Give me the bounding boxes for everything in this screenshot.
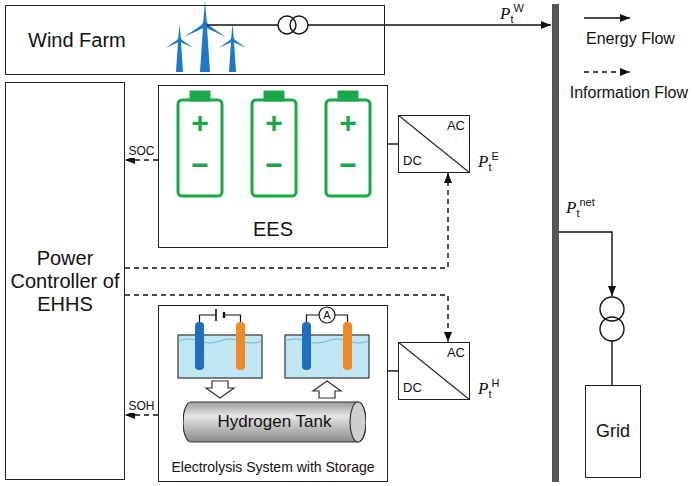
- node-text: Grid: [596, 421, 630, 442]
- wind-turbines: [183, 1, 227, 39]
- polarity-sign: −: [265, 150, 283, 180]
- converter-label: DC: [403, 381, 422, 396]
- electrolysis-cells: [215, 309, 217, 321]
- battery-cells: [339, 92, 357, 100]
- converter-label: AC: [447, 119, 465, 134]
- wind-turbines: [218, 24, 247, 49]
- converter-box: DC AC: [398, 342, 470, 400]
- wind-turbines: [165, 1, 247, 72]
- legend-samples: [584, 17, 630, 18]
- polarity-sign: +: [339, 108, 357, 138]
- grid-feeder: [559, 232, 624, 385]
- converter-label: DC: [403, 154, 422, 169]
- node-text: EES: [253, 218, 293, 241]
- grid-feeder: [611, 341, 612, 385]
- electrolysis-cells: [178, 335, 262, 378]
- node-text: Electrolysis System with Storage: [171, 459, 374, 475]
- controller-box: Power Controller of EHHS: [5, 82, 125, 480]
- converter-diagonal-line: [398, 342, 470, 400]
- power-label: PtW: [500, 2, 524, 25]
- wind-turbines: [178, 24, 181, 40]
- electrolysis-cells: [206, 381, 234, 398]
- legend-samples: [584, 71, 630, 72]
- edge-label: SOC: [126, 144, 156, 158]
- grid-box: Grid: [585, 385, 641, 478]
- node-text: Power Controller of EHHS: [10, 247, 120, 316]
- legend-text: Information Flow: [570, 84, 688, 102]
- information-flow: [125, 414, 158, 415]
- electrolysis-cells: [313, 381, 341, 398]
- tank-end: [350, 402, 366, 442]
- power-label: PtE: [478, 150, 499, 173]
- hydrogen-tank: Hydrogen Tank: [183, 401, 366, 443]
- electrolysis-cells: [343, 322, 352, 370]
- electrolysis-cells: [319, 307, 335, 323]
- source-box: Wind Farm: [5, 5, 385, 75]
- converter-diagonal-line: [398, 115, 470, 173]
- polarity-sign: +: [265, 108, 283, 138]
- battery-cells: [326, 100, 370, 196]
- battery-cells: [178, 92, 370, 196]
- battery-cells: [191, 92, 209, 100]
- wind-turbines: [229, 42, 236, 72]
- converter-box: DC AC: [398, 115, 470, 173]
- electrolysis-cells: [178, 339, 262, 343]
- legend-text: Energy Flow: [586, 30, 675, 48]
- meter-symbol: A: [323, 308, 330, 322]
- wind-feeder: [207, 16, 551, 34]
- edge-label: SOH: [126, 399, 156, 413]
- electrolysis-cells: [178, 307, 369, 398]
- converter-label: AC: [447, 346, 465, 361]
- wind-feeder: [207, 24, 278, 25]
- battery-cells: [178, 100, 222, 196]
- grid-feeder: [559, 232, 612, 296]
- wind-feeder: [308, 24, 551, 25]
- polarity-sign: −: [191, 150, 209, 180]
- electrolysis-cells: [195, 322, 204, 370]
- node-text: Wind Farm: [28, 29, 126, 52]
- storage-box: Electrolysis System with Storage Hydrogen…: [158, 305, 388, 482]
- wind-turbines: [176, 42, 183, 72]
- battery-cells: [252, 100, 296, 196]
- electrolysis-cells: [285, 335, 369, 378]
- wind-turbines: [165, 24, 194, 49]
- power-label: Ptnet: [566, 196, 595, 219]
- wind-turbines: [200, 27, 210, 72]
- energy-link: [388, 370, 398, 371]
- electrolysis-cells: [223, 312, 225, 318]
- electrolysis-cells: [200, 315, 241, 322]
- node-text: Hydrogen Tank: [217, 412, 331, 432]
- electrolysis-cells: [200, 307, 348, 323]
- electrolysis-cells: [285, 339, 369, 343]
- information-flow: [125, 295, 448, 342]
- wind-turbines: [177, 38, 181, 42]
- information-flow: [125, 159, 158, 160]
- power-label: PtH: [478, 377, 499, 400]
- energy-link: [388, 143, 398, 144]
- polarity-sign: +: [191, 108, 209, 138]
- wind-feeder: [290, 16, 308, 34]
- bus-bar: [552, 4, 559, 482]
- electrolysis-cells: [236, 322, 245, 370]
- tank-body: [183, 402, 366, 442]
- battery-cells: [265, 92, 283, 100]
- grid-feeder: [600, 317, 624, 341]
- wind-turbines: [230, 38, 234, 42]
- electrolysis-cells: [302, 322, 311, 370]
- polarity-sign: −: [339, 150, 357, 180]
- information-flow: [125, 173, 448, 268]
- wind-turbines: [231, 24, 234, 40]
